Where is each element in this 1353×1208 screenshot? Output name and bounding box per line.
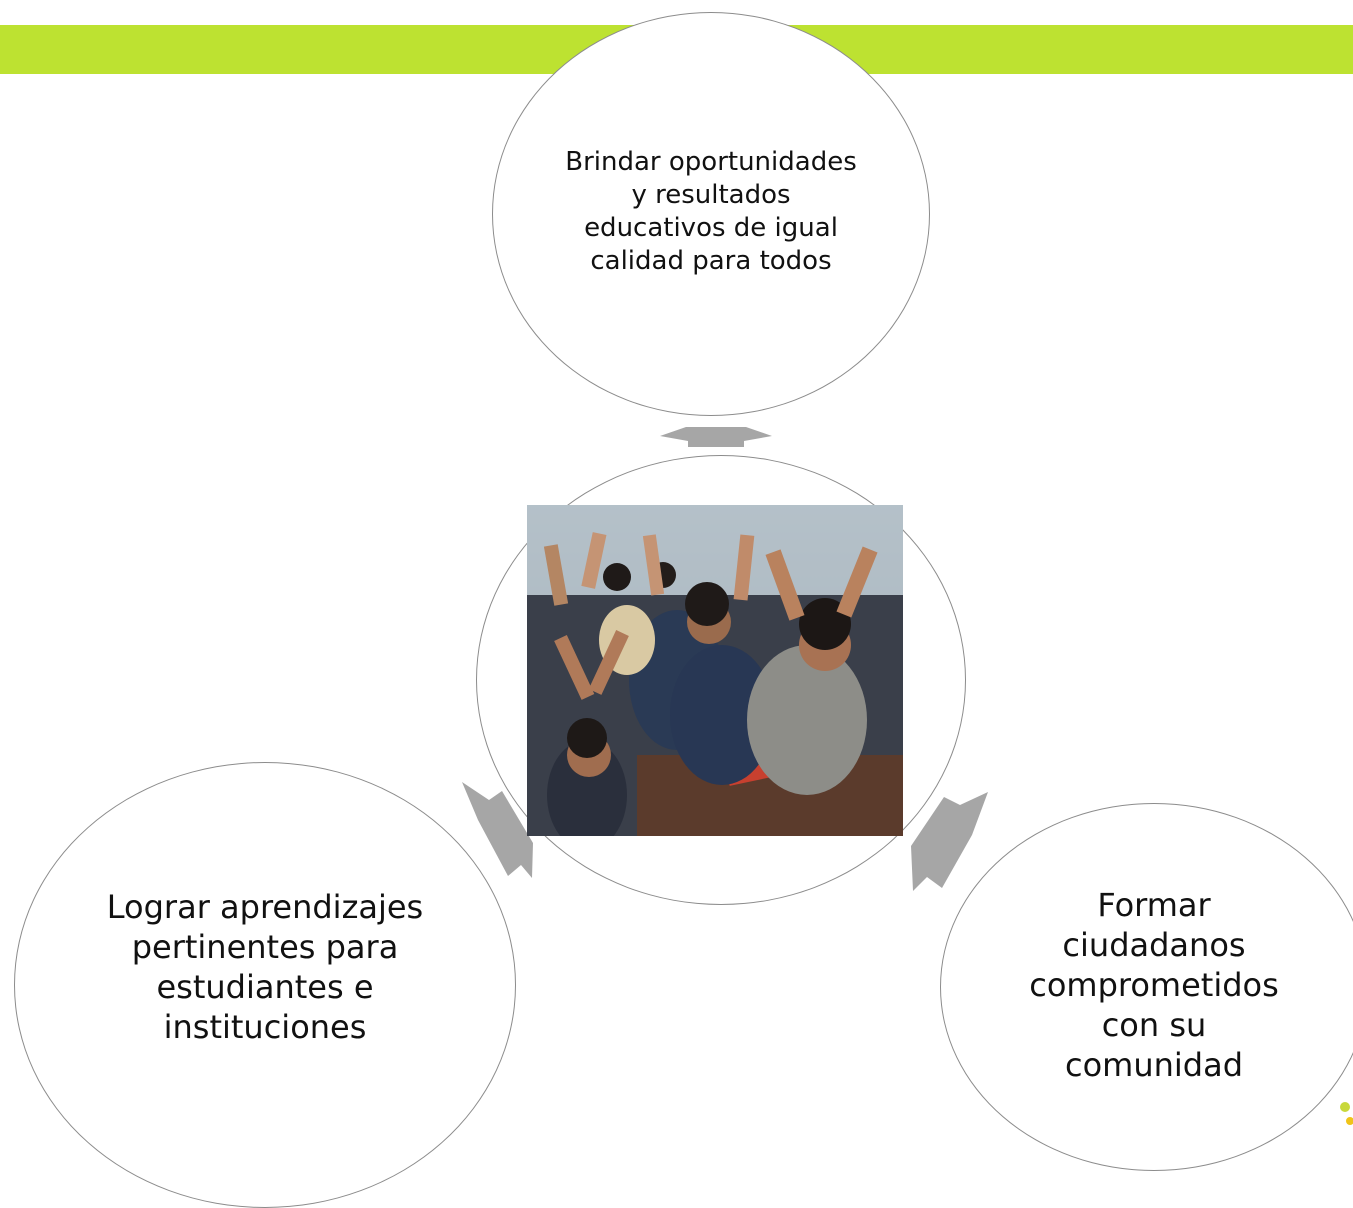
node-left-label: Lograr aprendizajes pertinentes para est… [106, 888, 424, 1046]
node-top-label: Brindar oportunidades y resultados educa… [565, 147, 857, 276]
classroom-children-photo [527, 505, 903, 836]
center-photo [527, 505, 903, 836]
corner-decoration-icon [1340, 1102, 1353, 1125]
arrow-down-right-icon [911, 792, 988, 891]
arrow-up-icon [660, 427, 772, 447]
node-circle-top: Brindar oportunidades y resultados educa… [492, 12, 930, 416]
node-circle-left: Lograr aprendizajes pertinentes para est… [14, 762, 516, 1208]
node-circle-right: Formar ciudadanos comprometidos con su c… [940, 803, 1353, 1171]
node-right-label: Formar ciudadanos comprometidos con su c… [1029, 886, 1279, 1084]
arrow-down-left-icon [462, 782, 533, 878]
